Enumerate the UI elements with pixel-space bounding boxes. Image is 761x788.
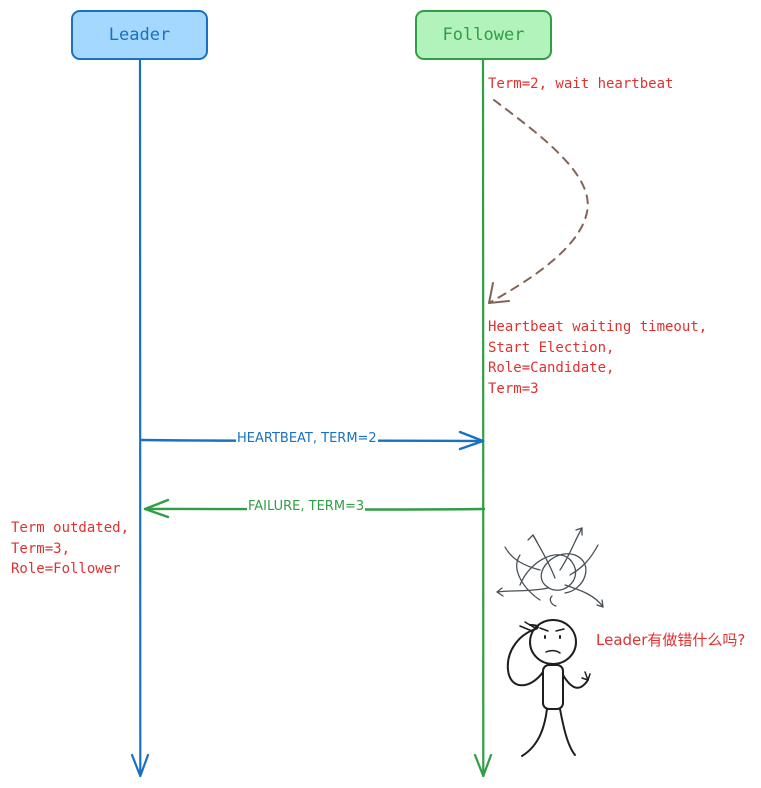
- leader-lifeline-arrowhead: [130, 753, 150, 778]
- follower-timeout-note: Heartbeat waiting timeout, Start Electio…: [488, 319, 708, 397]
- figure-body: [542, 664, 564, 710]
- figure-eyes: [544, 635, 561, 639]
- leader-lifeline: [130, 58, 150, 778]
- follower-wait-note: Term=2, wait heartbeat: [488, 76, 674, 92]
- heartbeat-arrowhead: [458, 430, 485, 451]
- failure-arrowhead: [143, 498, 170, 519]
- leader-actor-box: Leader: [71, 10, 208, 60]
- leader-actor-label: Leader: [108, 25, 171, 45]
- figure-scratching-hand: [519, 621, 536, 632]
- figure-right-leg: [559, 708, 576, 756]
- stick-figure-thought: Leader有做错什么吗?: [596, 631, 746, 649]
- heartbeat-message-label: HEARTBEAT, TERM=2: [236, 431, 378, 446]
- confused-stick-figure-icon: [506, 619, 591, 757]
- wait-timeout-arrowhead: [488, 282, 510, 304]
- leader-outdated-note: Term outdated, Term=3, Role=Follower: [11, 520, 130, 577]
- tangled-arrows-icon: [496, 527, 604, 608]
- figure-left-leg: [521, 708, 548, 757]
- follower-actor-box: Follower: [415, 10, 552, 60]
- failure-message-label: FAILURE, TERM=3: [247, 499, 366, 514]
- figure-right-arm: [562, 674, 589, 689]
- figure-mouth: [545, 649, 561, 654]
- figure-shrug-hand: [581, 671, 591, 681]
- follower-lifeline: [473, 58, 493, 778]
- follower-actor-label: Follower: [442, 25, 525, 45]
- figure-left-arm: [506, 624, 544, 687]
- wait-timeout-arrow: [488, 99, 589, 304]
- figure-brows: [539, 627, 565, 632]
- follower-lifeline-arrowhead: [473, 753, 493, 778]
